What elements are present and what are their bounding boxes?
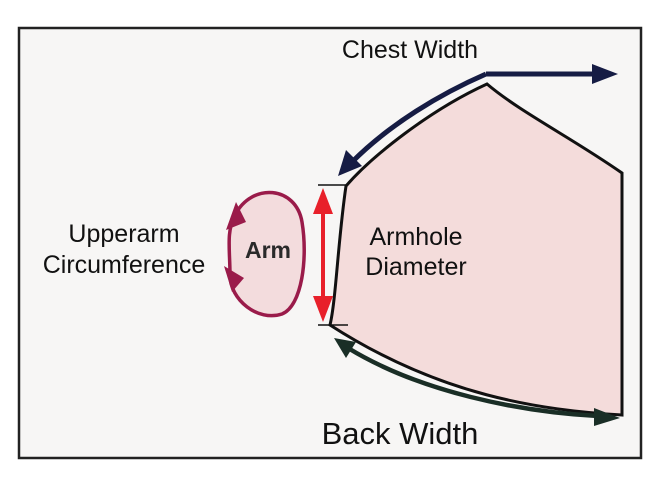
arm-shape: [227, 190, 306, 318]
armhole-label-line1: Armhole: [369, 223, 462, 251]
chest-width-label: Chest Width: [342, 36, 478, 64]
chest-width-curve-arrow: [350, 71, 487, 164]
upperarm-arrow-head-top: [226, 202, 246, 230]
upperarm-label-line2: Circumference: [43, 251, 206, 279]
back-width-arrow-head-right: [594, 408, 620, 426]
armhole-arrow-head-top: [313, 188, 333, 214]
back-width-arrow-head-left: [334, 338, 356, 358]
chest-width-arrow-head-left: [338, 150, 362, 176]
upperarm-label-line1: Upperarm: [68, 220, 179, 248]
arm-label: Arm: [245, 237, 291, 263]
upperarm-arrow-head-bottom: [224, 266, 244, 292]
chest-width-arrow-head-right: [592, 64, 618, 84]
armhole-arrow-head-bottom: [313, 296, 333, 322]
garment-body: [328, 82, 624, 417]
armhole-label-line2: Diameter: [365, 253, 466, 281]
back-width-curve-arrow: [346, 346, 599, 419]
back-width-label: Back Width: [322, 416, 479, 451]
